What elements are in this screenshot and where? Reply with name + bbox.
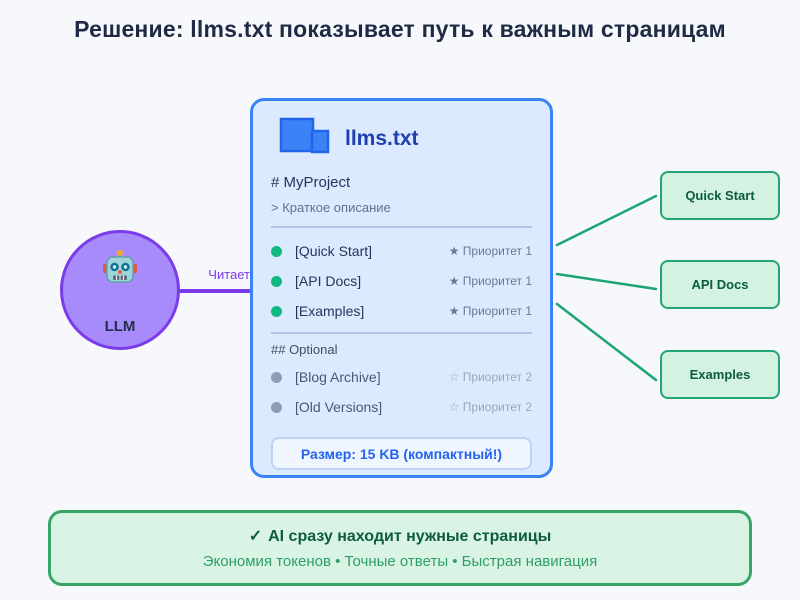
llm-label: LLM [104,318,136,335]
gray-dot-icon [271,401,282,413]
divider [271,332,532,334]
list-item: [Examples] ★ Приоритет 1 [271,296,532,326]
reads-connector-label: Читает [208,267,250,282]
connector-line-examples [555,302,658,382]
list-item-label: [Blog Archive] [295,369,381,385]
result-banner: ✓ AI сразу находит нужные страницы Эконом… [48,510,752,586]
optional-heading: ## Optional [271,342,338,357]
list-item: [Quick Start] ★ Приоритет 1 [271,236,532,266]
list-item-priority: ★ Приоритет 1 [448,244,532,258]
card-header: llms.txt [279,117,532,160]
connector-line-api-docs [555,272,658,291]
llms-txt-card: llms.txt # MyProject > Краткое описание … [250,98,553,478]
list-item-priority: ☆ Приоритет 2 [448,400,532,414]
page-box-quick-start: Quick Start [660,171,780,220]
robot-icon [102,249,138,290]
green-dot-icon [271,275,282,287]
page-title: Решение: llms.txt показывает путь к важн… [74,16,726,42]
project-heading: # MyProject [271,174,351,191]
list-item-label: [API Docs] [295,273,362,289]
page-box-api-docs: API Docs [660,260,780,309]
list-item-label: [Examples] [295,303,365,319]
banner-subtext: Экономия токенов • Точные ответы • Быстр… [202,553,598,570]
list-item: [Old Versions] ☆ Приоритет 2 [271,392,532,422]
project-description: > Краткое описание [271,200,391,215]
file-copy-icon [279,117,331,160]
list-item-label: [Quick Start] [295,243,373,259]
page-box-examples: Examples [660,350,780,399]
connector-line-quick-start [555,194,658,247]
file-name: llms.txt [345,126,419,150]
list-item-label: [Old Versions] [295,399,383,415]
list-item-priority: ★ Приоритет 1 [448,274,532,288]
divider [271,226,532,228]
gray-dot-icon [271,371,282,383]
green-dot-icon [271,245,282,257]
reads-connector-line [179,289,251,293]
size-badge: Размер: 15 KB (компактный!) [271,437,532,470]
green-dot-icon [271,305,282,317]
banner-heading: ✓ AI сразу находит нужные страницы [249,526,552,546]
list-item: [API Docs] ★ Приоритет 1 [271,266,532,296]
list-item: [Blog Archive] ☆ Приоритет 2 [271,362,532,392]
check-icon: ✓ [248,528,263,545]
list-item-priority: ★ Приоритет 1 [448,304,532,318]
banner-heading-text: AI сразу находит нужные страницы [268,528,552,545]
list-item-priority: ☆ Приоритет 2 [448,370,532,384]
llm-node: LLM [60,230,180,350]
